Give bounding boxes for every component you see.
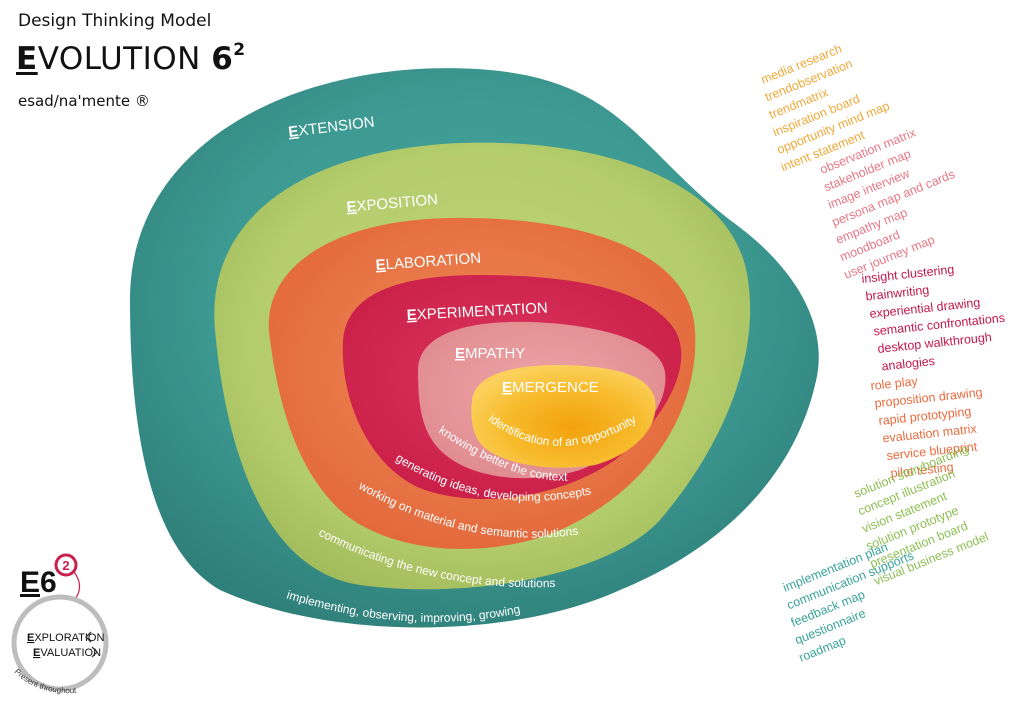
tool-item: analogies — [881, 354, 936, 374]
layer-emergence-shape — [471, 365, 656, 468]
tool-item: role play — [870, 374, 919, 393]
layer-elaboration-label: ELABORATION — [375, 250, 482, 274]
layer-empathy-label: EMPATHY — [455, 345, 525, 362]
chevron-right-icon — [91, 646, 98, 658]
layer-emergence-label: EMERGENCE — [502, 379, 599, 396]
badge-ring — [11, 594, 109, 692]
badge-connector — [73, 571, 81, 599]
diagram-subtitle: Design Thinking Model — [18, 11, 212, 31]
credit-line: esad/na'mente ® — [18, 92, 150, 110]
title-initial: E — [16, 41, 38, 77]
badge-logo: E6 — [20, 566, 57, 599]
exploration-evaluation-badge: E6 2 EXPLORATION EVALUATION Present thro… — [11, 553, 109, 695]
title-power: 2 — [233, 40, 246, 60]
badge-line-evaluation: EVALUATION — [33, 647, 101, 659]
tool-item: brainwriting — [865, 283, 930, 304]
title-number: 6 — [211, 41, 234, 77]
layer-experimentation-label: EXPERIMENTATION — [406, 300, 548, 324]
tool-item: pilot testing — [890, 460, 954, 481]
title-word: VOLUTION — [37, 41, 201, 77]
badge-line-exploration: EXPLORATION — [27, 632, 104, 644]
badge-power: 2 — [62, 558, 69, 573]
diagram-title: EVOLUTION 62 — [16, 40, 246, 77]
chevron-left-icon — [85, 631, 92, 643]
badge-power-circle — [54, 553, 78, 577]
